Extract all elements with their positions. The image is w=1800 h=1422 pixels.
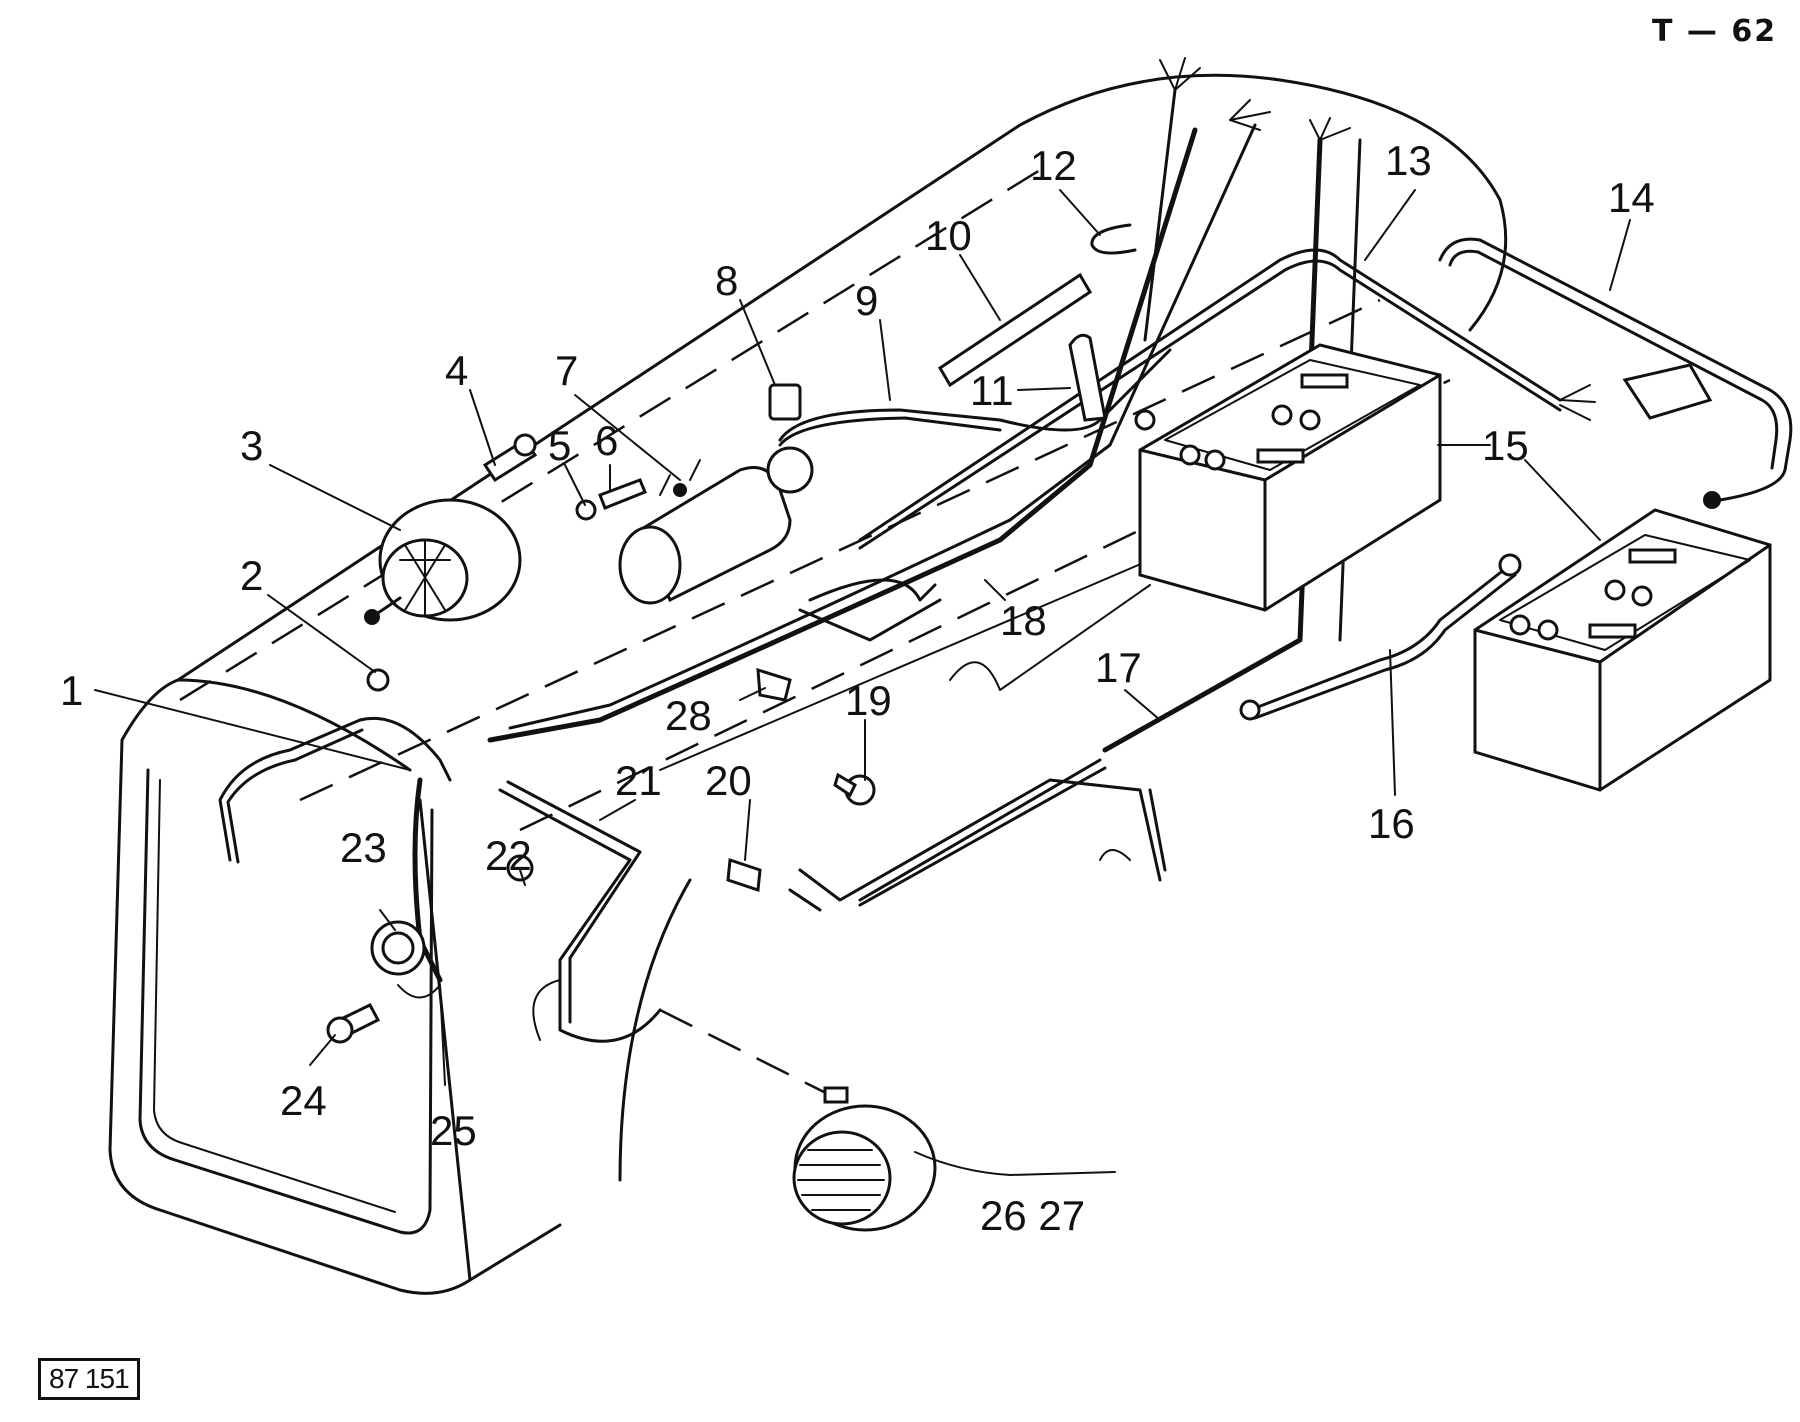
callout-25: 25 — [430, 1107, 477, 1154]
figure-number: 87 151 — [38, 1358, 140, 1400]
page-code: T — 62 — [1652, 14, 1778, 49]
callout-16: 16 — [1368, 800, 1415, 847]
callout-7: 7 — [555, 347, 578, 394]
callout-22: 22 — [485, 832, 532, 879]
callout-26-27: 26 27 — [980, 1192, 1085, 1239]
leader-lines — [94, 189, 1631, 1086]
connector-block — [1622, 363, 1713, 420]
u-clip — [1090, 223, 1137, 255]
callout-1: 1 — [60, 667, 83, 714]
bolt — [482, 433, 538, 483]
callout-28: 28 — [665, 692, 712, 739]
ring-terminal — [1134, 409, 1156, 431]
relay — [768, 383, 802, 421]
callout-13: 13 — [1385, 137, 1432, 184]
callout-12: 12 — [1030, 142, 1077, 189]
nut — [366, 668, 390, 692]
temperature-sender — [726, 857, 822, 912]
callout-5: 5 — [548, 422, 571, 469]
ring-terminal — [1498, 553, 1522, 577]
callout-14: 14 — [1608, 174, 1655, 221]
pressure-sender — [833, 772, 876, 806]
clamp-strip — [937, 272, 1093, 388]
callout-2: 2 — [240, 552, 263, 599]
callout-20: 20 — [705, 757, 752, 804]
callout-9: 9 — [855, 277, 878, 324]
callout-4: 4 — [445, 347, 468, 394]
callout-24: 24 — [280, 1077, 327, 1124]
headlamp — [792, 1086, 1116, 1232]
light-switch — [370, 920, 441, 999]
battery — [1138, 343, 1442, 612]
callout-8: 8 — [715, 257, 738, 304]
battery — [1473, 491, 1772, 792]
callout-labels: 1 2 3 4 5 6 7 8 9 10 11 12 13 14 15 15 1… — [60, 137, 1655, 1239]
callout-10: 10 — [925, 212, 972, 259]
callout-19: 19 — [845, 677, 892, 724]
callout-15: 15 — [1482, 422, 1529, 469]
bolt — [326, 1003, 381, 1044]
callout-3: 3 — [240, 422, 263, 469]
alternator — [364, 498, 522, 625]
callout-21: 21 — [615, 757, 662, 804]
starter-motor — [618, 446, 814, 605]
ring-terminal — [1239, 699, 1261, 721]
bolt — [598, 478, 647, 510]
callout-17: 17 — [1095, 644, 1142, 691]
nut — [575, 499, 597, 521]
callout-18: 18 — [1000, 597, 1047, 644]
tractor-body-outline — [108, 73, 1508, 1295]
nut — [506, 854, 534, 882]
callout-6: 6 — [595, 417, 618, 464]
clip — [1068, 333, 1107, 422]
wiring-harness — [218, 57, 1793, 1043]
callout-11: 11 — [970, 367, 1014, 414]
headlamp-leader — [659, 1008, 831, 1097]
callout-23: 23 — [340, 824, 387, 871]
connector — [756, 667, 792, 702]
